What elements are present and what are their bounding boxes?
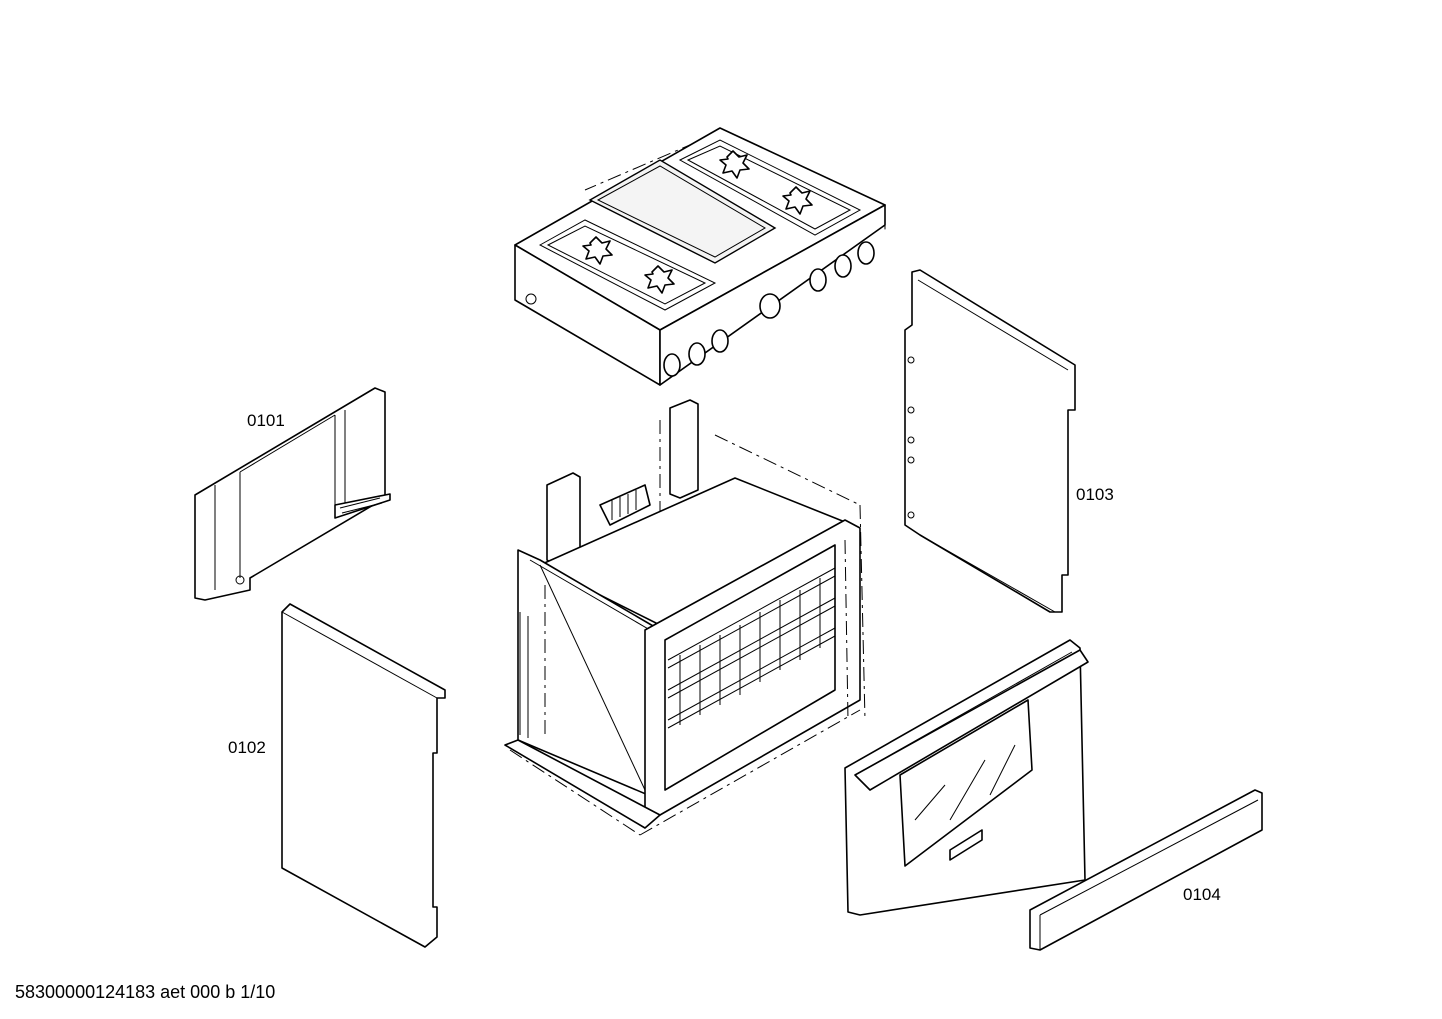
cooktop-assembly <box>514 127 886 386</box>
control-knob-icon <box>525 241 875 377</box>
part-0102-panel <box>281 603 446 948</box>
part-label-0103[interactable]: 0103 <box>1076 485 1114 504</box>
oven-rack <box>667 567 836 729</box>
part-label-0102[interactable]: 0102 <box>228 738 266 757</box>
part-0103-panel <box>904 269 1076 613</box>
document-code: 58300000124183 aet 000 b 1/10 <box>15 982 276 1002</box>
oven-cavity <box>504 399 866 836</box>
oven-door <box>844 639 1089 916</box>
burner-grate-icon <box>582 150 813 294</box>
part-label-0104[interactable]: 0104 <box>1183 885 1221 904</box>
part-0104-panel <box>1029 789 1263 951</box>
part-label-0101[interactable]: 0101 <box>247 411 285 430</box>
part-0101-panel <box>194 387 391 601</box>
